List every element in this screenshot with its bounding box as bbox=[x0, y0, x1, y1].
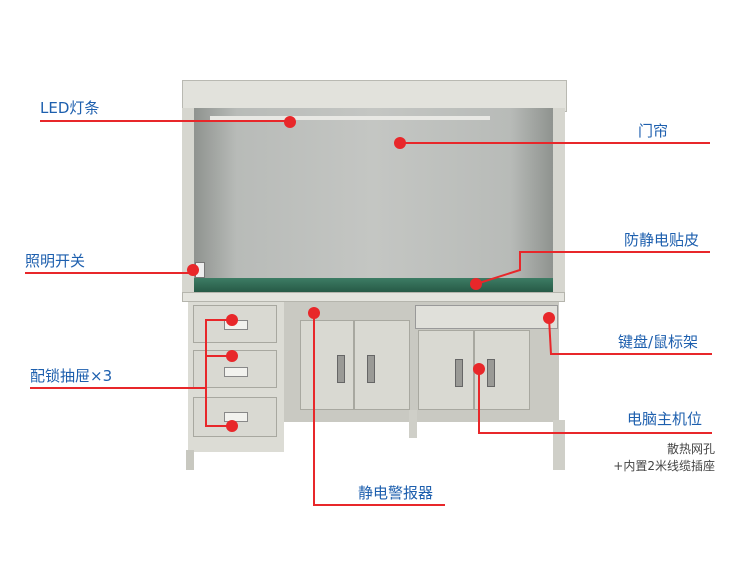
canopy bbox=[182, 80, 567, 112]
label-led: LED灯条 bbox=[40, 99, 100, 117]
antistatic-mat bbox=[194, 278, 553, 292]
label-alarm: 静电警报器 bbox=[358, 484, 434, 502]
switch-dot bbox=[187, 264, 199, 276]
left-leg bbox=[186, 450, 194, 470]
alarm-dot bbox=[308, 307, 320, 319]
label-antistatic: 防静电贴皮 bbox=[624, 231, 700, 249]
cabinet-door-2 bbox=[354, 320, 410, 410]
pc-note-2: +内置2米线缆插座 bbox=[613, 459, 715, 473]
pc-note-1: 散热网孔 bbox=[666, 442, 715, 456]
keyboard-dot bbox=[543, 312, 555, 324]
label-light-switch: 照明开关 bbox=[25, 252, 86, 270]
drawer-dot-2 bbox=[226, 350, 238, 362]
led-strip bbox=[210, 116, 490, 120]
label-keyboard: 键盘/鼠标架 bbox=[618, 333, 699, 351]
curtain-dot bbox=[394, 137, 406, 149]
middle-leg bbox=[409, 410, 417, 438]
left-post bbox=[182, 108, 194, 293]
pc-dot bbox=[473, 363, 485, 375]
desk-top bbox=[182, 292, 565, 302]
label-curtain: 门帘 bbox=[638, 122, 669, 140]
keyboard-tray bbox=[415, 305, 558, 329]
cabinet-door-1 bbox=[300, 320, 354, 410]
interior bbox=[194, 108, 553, 280]
antistatic-dot bbox=[470, 278, 482, 290]
label-drawers: 配锁抽屉×3 bbox=[30, 367, 113, 385]
label-pc: 电脑主机位 bbox=[627, 410, 703, 428]
drawer-dot-3 bbox=[226, 420, 238, 432]
led-dot bbox=[284, 116, 296, 128]
drawer-dot-1 bbox=[226, 314, 238, 326]
right-post bbox=[553, 108, 565, 293]
